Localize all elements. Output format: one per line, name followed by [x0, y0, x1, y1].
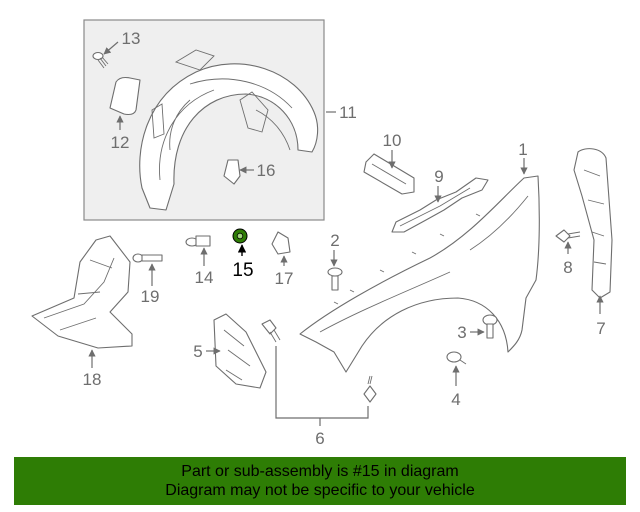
notice-banner: Part or sub-assembly is #15 in diagram D…	[14, 457, 626, 505]
fender-part	[299, 175, 540, 373]
push-pin-19-part	[132, 253, 163, 263]
callout-9: 9	[434, 167, 443, 186]
parts-diagram: 1 2 3 4 5 6 7 8 9 10 11 12 13 14 15 16 1…	[31, 19, 613, 448]
screw-8-part	[555, 229, 581, 243]
side-panel-7-part	[573, 148, 613, 299]
callout-2: 2	[330, 231, 339, 250]
seal-strip-9-part	[391, 177, 489, 233]
bolt-14-part	[185, 235, 211, 247]
leader-6	[275, 346, 369, 419]
callout-10: 10	[383, 131, 402, 150]
bracket-5-part	[213, 313, 267, 389]
bracket-10-part	[363, 153, 415, 195]
callout-1: 1	[518, 140, 527, 159]
nut-15-part	[232, 228, 248, 244]
liner-group-panel	[83, 19, 325, 221]
callout-13: 13	[122, 29, 141, 48]
callout-5: 5	[193, 342, 202, 361]
callout-12: 12	[111, 133, 130, 152]
notice-line-part-number: Part or sub-assembly is #15 in diagram	[181, 463, 459, 480]
leader-13	[103, 41, 119, 55]
notice-line-disclaimer: Diagram may not be specific to your vehi…	[165, 482, 475, 499]
bolts-6-part	[261, 319, 377, 403]
cover-plate-part	[109, 76, 141, 116]
callout-15-highlighted: 15	[232, 260, 253, 281]
clip-16-part	[223, 159, 241, 185]
callout-14: 14	[195, 268, 214, 287]
callout-7: 7	[596, 319, 605, 338]
callout-4: 4	[451, 390, 460, 409]
screw-3-part	[482, 314, 498, 339]
screw-13-part	[92, 51, 109, 69]
callout-19: 19	[141, 287, 160, 306]
callout-3: 3	[457, 323, 466, 342]
callout-8: 8	[563, 258, 572, 277]
screw-4-part	[446, 351, 467, 365]
lower-liner-18-part	[31, 235, 133, 349]
bolt-2-part	[327, 267, 343, 291]
callout-11: 11	[339, 103, 357, 122]
callout-18: 18	[83, 370, 102, 389]
callout-16: 16	[257, 161, 276, 180]
callout-6: 6	[315, 429, 324, 448]
callout-17: 17	[275, 269, 294, 288]
fender-liner-part	[139, 49, 319, 211]
clip-17-part	[271, 231, 291, 255]
